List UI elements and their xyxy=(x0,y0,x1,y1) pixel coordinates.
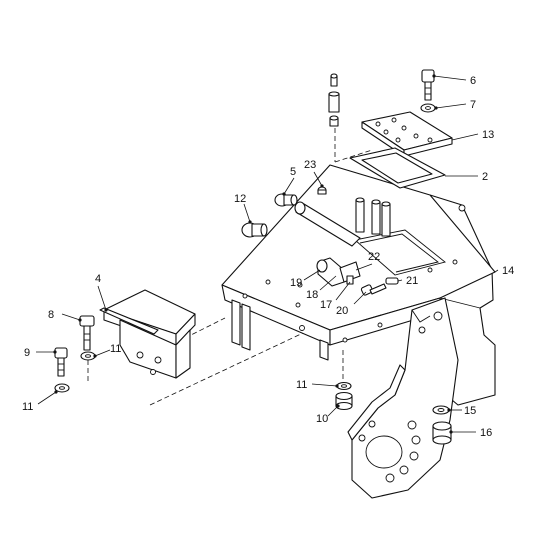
fitting-12 xyxy=(241,222,268,238)
callout-13: 13 xyxy=(482,129,494,141)
tow-hook xyxy=(347,297,459,499)
callout-21: 21 xyxy=(406,275,418,287)
bolt-20 xyxy=(360,283,387,296)
plug-23 xyxy=(317,186,327,195)
callout-2: 2 xyxy=(482,171,488,183)
bolt-8 xyxy=(79,315,95,351)
callout-22: 22 xyxy=(368,251,380,263)
callout-11-center: 11 xyxy=(296,379,307,391)
washer-11-left xyxy=(80,351,96,361)
callout-labels: 6 7 13 2 23 5 12 14 22 21 19 18 17 20 4 … xyxy=(22,75,514,439)
deck-posts xyxy=(355,197,391,237)
callout-12: 12 xyxy=(234,193,246,205)
callout-15: 15 xyxy=(464,405,476,417)
cover-plate-13 xyxy=(361,111,453,157)
fitting-5 xyxy=(274,193,298,207)
callout-7: 7 xyxy=(470,99,476,111)
bracket-cluster xyxy=(316,257,399,287)
callout-4: 4 xyxy=(95,273,101,285)
callout-5: 5 xyxy=(290,166,296,178)
bolt-6 xyxy=(421,69,435,101)
leader-dots xyxy=(53,74,453,434)
callout-16: 16 xyxy=(480,427,492,439)
callout-19: 19 xyxy=(290,277,302,289)
callout-10: 10 xyxy=(316,413,328,425)
rubber-foot-16 xyxy=(432,421,452,445)
washer-11-center xyxy=(336,381,352,391)
callout-6: 6 xyxy=(470,75,476,87)
washer-11-lower xyxy=(54,383,70,393)
gasket-2 xyxy=(349,147,446,189)
main-frame xyxy=(221,164,496,406)
fitting-stack xyxy=(328,73,340,127)
callout-11-left: 11 xyxy=(22,401,33,413)
callout-11-upper: 11 xyxy=(110,343,121,355)
horizontal-pin xyxy=(294,201,361,247)
callout-20: 20 xyxy=(336,305,348,317)
leader-lines xyxy=(36,75,499,433)
callout-9: 9 xyxy=(24,347,30,359)
washer-7 xyxy=(420,103,436,113)
callout-8: 8 xyxy=(48,309,54,321)
washer-15 xyxy=(432,405,450,415)
callout-18: 18 xyxy=(306,289,318,301)
bracket-assembly-4 xyxy=(99,289,196,379)
nut-10 xyxy=(335,391,353,411)
callout-23: 23 xyxy=(304,159,316,171)
callout-17: 17 xyxy=(320,299,332,311)
bolt-9 xyxy=(54,347,68,377)
callout-14: 14 xyxy=(502,265,514,277)
